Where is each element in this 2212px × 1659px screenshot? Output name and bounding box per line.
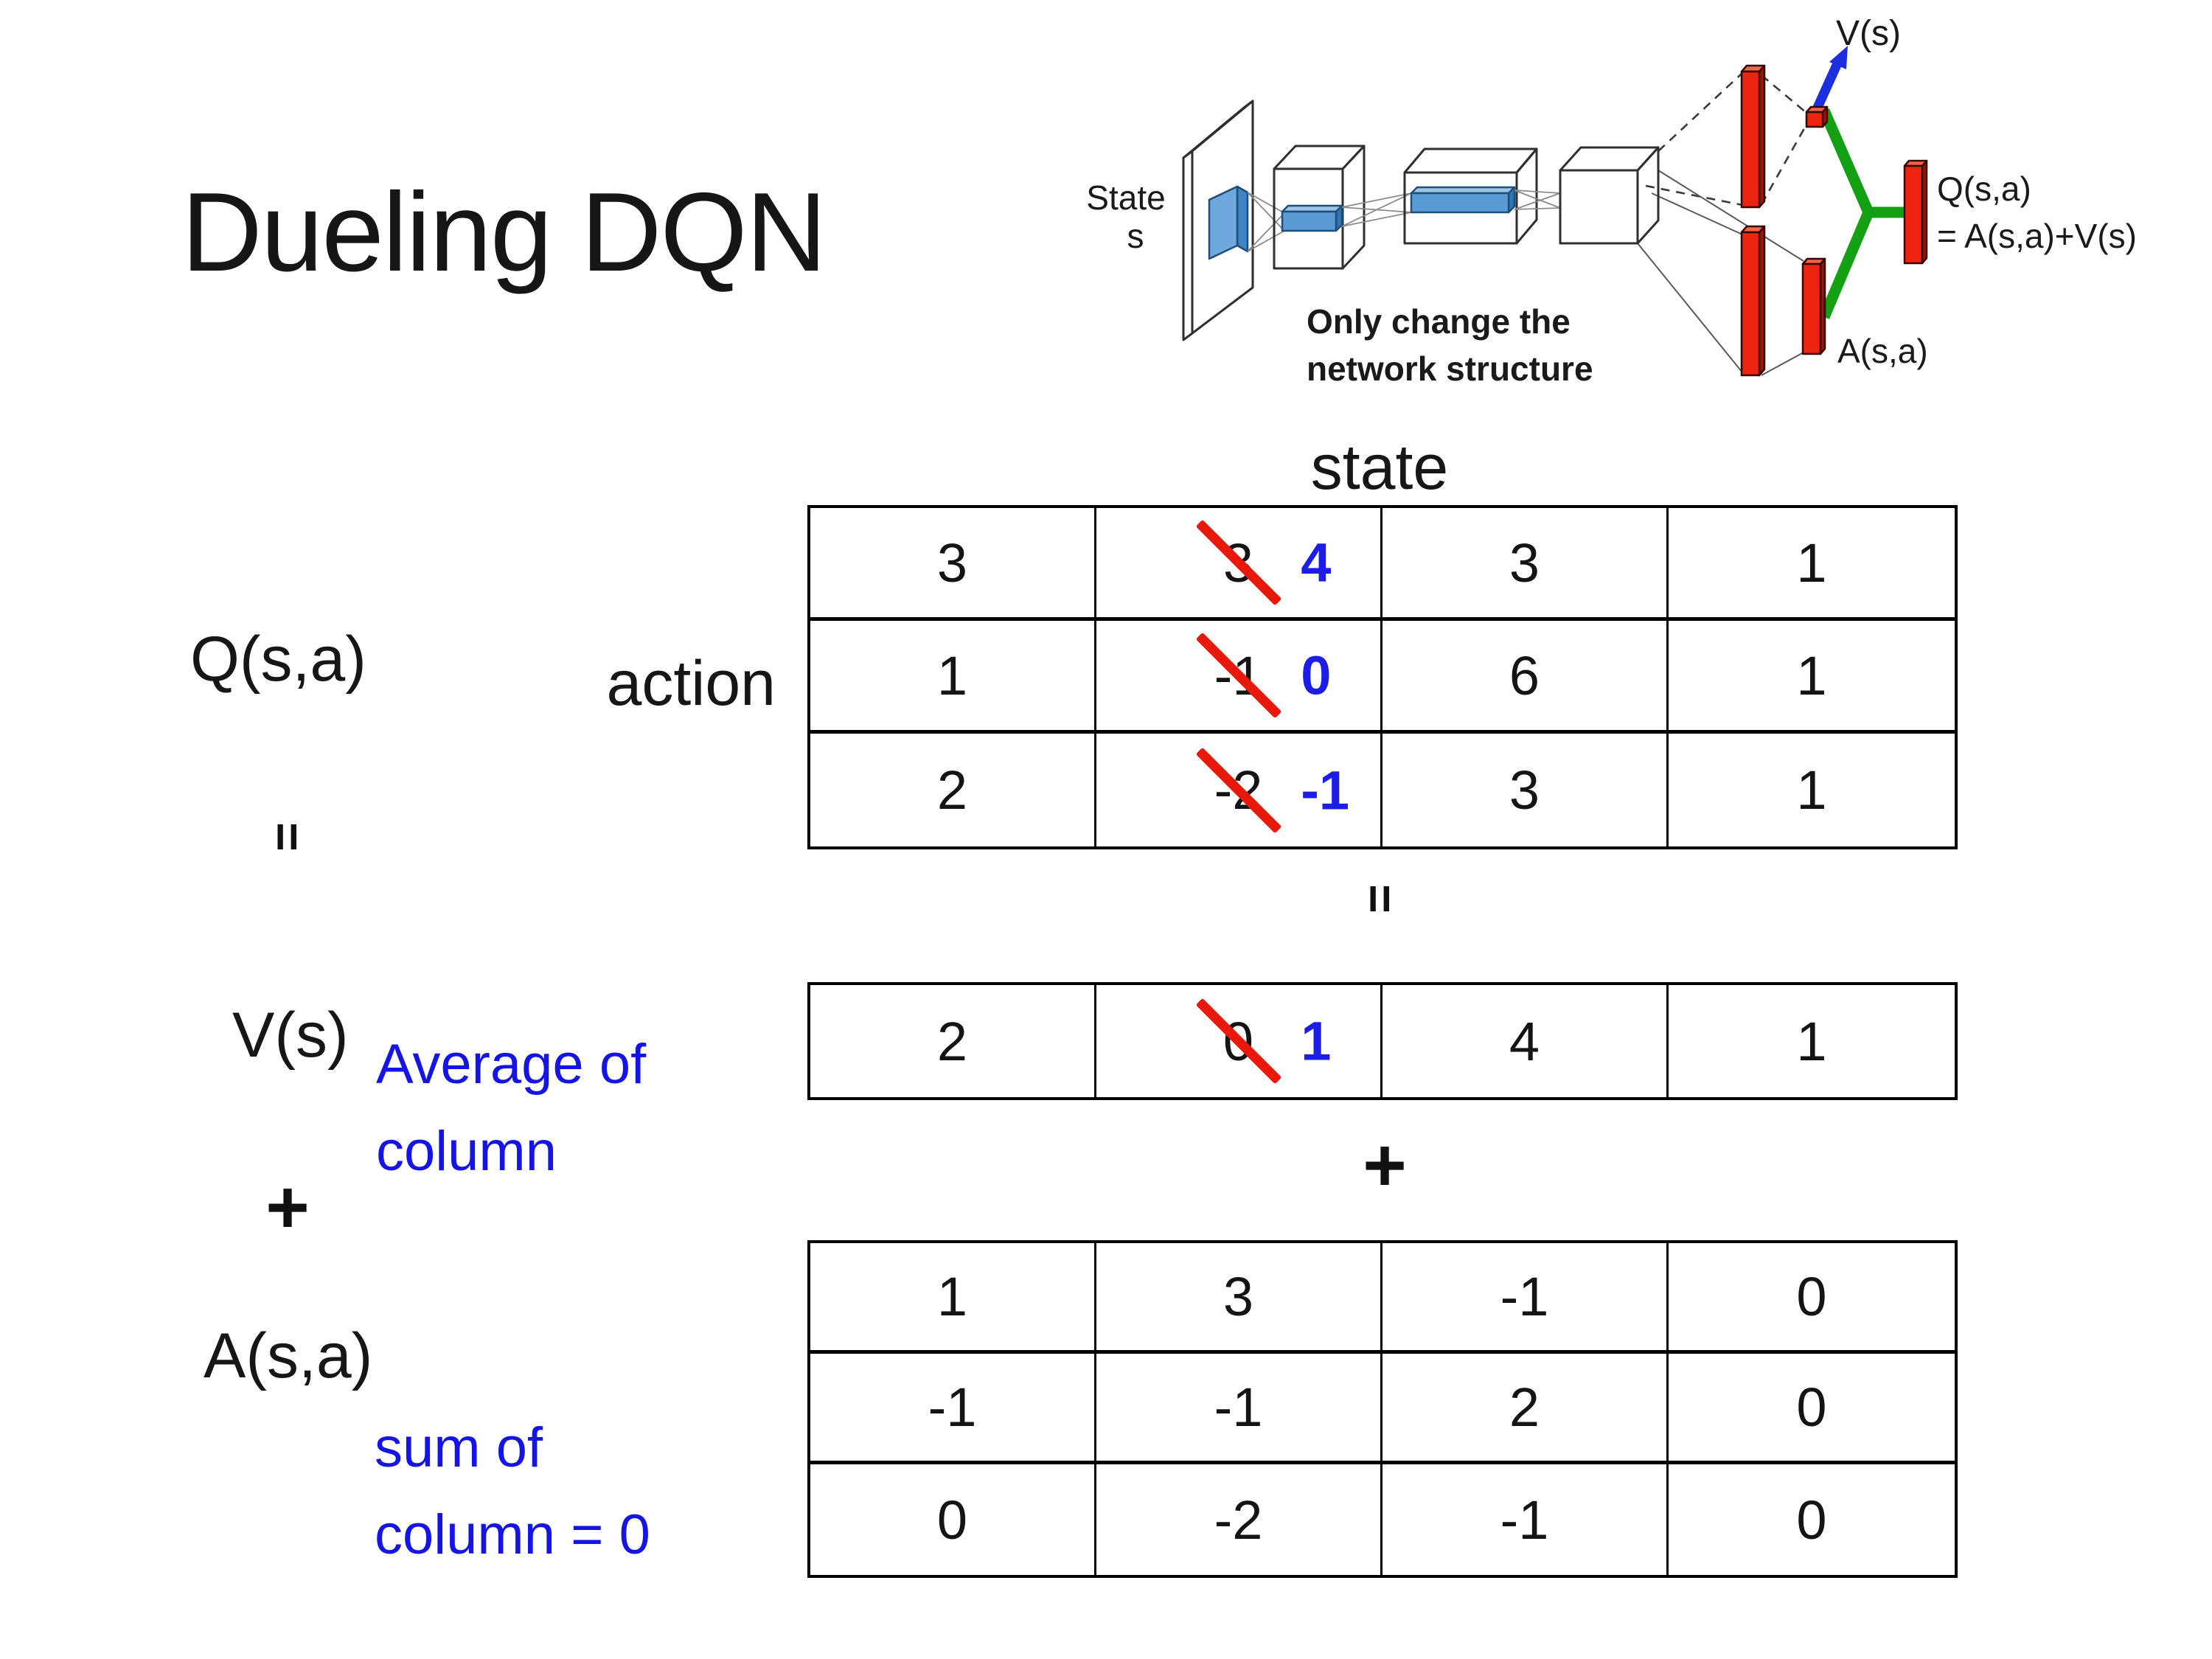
conv-layer-box-3 [1559,146,1660,245]
equals-rotated-left: = [260,822,316,852]
solid-connectors [1637,170,1804,376]
table-cell: 2 [1382,1354,1669,1464]
table-cell: -1 [1382,1464,1669,1575]
table-cell: 0 [1669,1243,1955,1354]
plus-sign-left: + [265,1164,310,1249]
table-cell: 4 [1382,985,1669,1097]
a-equation-label: A(s,a) [204,1321,373,1391]
sum-of-column-note: sum of column = 0 [375,1416,650,1566]
fc-red-bars [1740,64,1928,377]
diagram-q-output-label: Q(s,a) [1937,170,2031,208]
diagram-state-label: State [1086,178,1165,217]
conv-fan-lines-1 [1247,192,1285,252]
feature-bar-2 [1410,186,1516,214]
table-cell-struck: 3 4 [1096,508,1382,621]
a-table: 1 3 -1 0 -1 -1 2 0 0 -2 -1 0 [807,1240,1958,1578]
diagram-state-s-label: s [1127,217,1144,255]
table-cell: -1 [1382,1243,1669,1354]
table-cell-struck: -2 -1 [1096,734,1382,846]
table-cell: 1 [1669,621,1955,734]
table-cell: 0 [1669,1354,1955,1464]
table-cell: 1 [1796,1010,1827,1072]
table-cell-struck: -1 0 [1096,621,1382,734]
feature-bar-1 [1281,204,1343,232]
table-cell: 1 [810,621,1096,734]
table-cell: 0 [1796,1489,1827,1551]
table-cell-struck: 0 1 [1096,985,1382,1097]
table-cell: 3 [1382,734,1669,846]
diagram-caption-line2: network structure [1307,349,1593,388]
diagram-caption-line1: Only change the [1307,302,1571,341]
table-cell: -1 [1096,1354,1382,1464]
conv-fan-lines-3 [1514,189,1561,210]
table-cell: 6 [1382,621,1669,734]
diagram-q-formula-label: = A(s,a)+V(s) [1937,217,2137,255]
network-diagram: State s V(s) Q(s,a) = A(s,a)+V(s) A(s,a)… [1086,14,2137,388]
state-header: state [1310,432,1449,503]
conv-fan-lines-2 [1341,192,1412,227]
table-cell: 3 [1382,508,1669,621]
q-table: 3 3 4 3 1 1 -1 0 6 1 2 -2 -1 3 1 [807,505,1958,849]
table-cell: 2 [810,985,1096,1097]
table-cell: 1 [810,1243,1096,1354]
diagram-a-output-label: A(s,a) [1837,332,1928,370]
conv-filter-patch [1208,185,1249,260]
q-equation-label: Q(s,a) [190,624,366,695]
table-cell: -2 [1096,1464,1382,1575]
v-equation-label: V(s) [232,1000,349,1071]
table-cell: 1 [1796,759,1827,821]
action-header: action [606,648,776,719]
corrected-value: 1 [1301,1010,1332,1072]
table-cell: 3 [1096,1243,1382,1354]
plus-sign-middle: + [1363,1122,1407,1207]
table-cell: 2 [810,734,1096,846]
average-of-column-note: Average of column [376,1033,647,1183]
corrected-value: 4 [1301,532,1332,594]
dashed-connectors [1645,72,1808,206]
v-table: 2 0 1 4 1 [807,982,1958,1100]
diagram-v-output-label: V(s) [1836,14,1901,53]
table-cell: -1 [810,1354,1096,1464]
v-output-arrow-icon [1812,46,1848,111]
table-cell: 0 [810,1464,1096,1575]
page-title: Dueling DQN [181,170,827,295]
corrected-value: -1 [1301,759,1349,821]
equals-rotated-middle: = [1352,884,1408,914]
table-cell: 3 [810,508,1096,621]
merge-connector [1819,108,1906,319]
corrected-value: 0 [1301,644,1332,706]
table-cell: 1 [1669,508,1955,621]
conv-layer-box-2 [1403,147,1538,245]
